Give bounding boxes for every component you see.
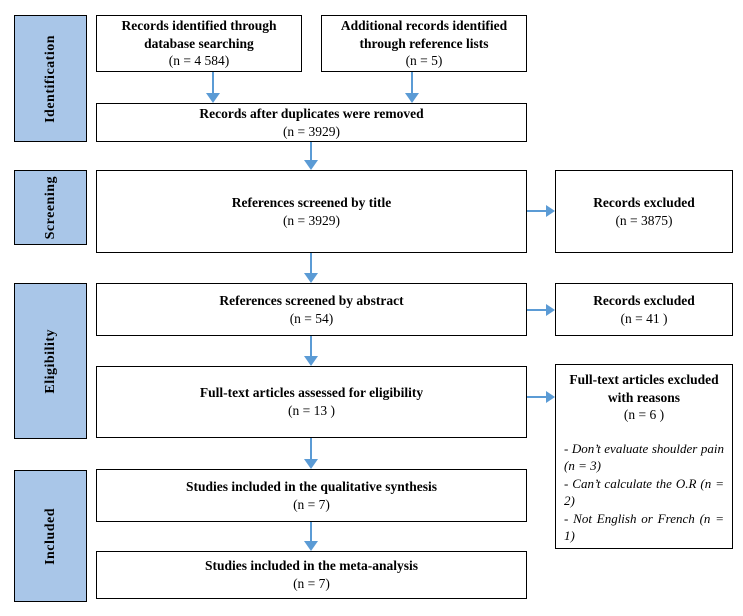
box-records-excluded-title: Records excluded (n = 3875) [555,170,733,253]
exclusion-reasons-list: - Don’t evaluate shoulder pain (n = 3) -… [564,440,724,545]
box-count: (n = 13 ) [288,403,335,418]
box-title: Records identified through database sear… [121,17,277,51]
box-records-identified: Records identified through database sear… [96,15,302,72]
arrow-right-icon [527,205,555,217]
box-title: Records after duplicates were removed [199,105,424,121]
arrow-down-icon [304,522,318,551]
box-title: Full-text articles excluded with reasons [569,372,719,405]
box-records-excluded-abstract: Records excluded (n = 41 ) [555,283,733,336]
exclusion-reason: - Not English or French (n = 1) [564,510,724,544]
box-screened-title: References screened by title (n = 3929) [96,170,527,253]
box-title: References screened by abstract [219,292,404,308]
stage-included: Included [14,470,87,602]
stage-identification: Identification [14,15,87,142]
stage-eligibility: Eligibility [14,283,87,439]
box-count: (n = 4 584) [168,53,230,69]
box-count: (n = 3929) [282,123,341,139]
stage-screening: Screening [14,170,87,245]
box-count: (n = 41 ) [620,310,668,326]
box-additional-records: Additional records identified through re… [321,15,527,72]
box-title: Additional records identified through re… [340,17,508,51]
box-count: (n = 3929) [282,212,341,228]
box-count: (n = 5) [405,53,443,69]
box-meta-analysis: Studies included in the meta-analysis (n… [96,551,527,599]
box-count: (n = 7) [293,496,330,512]
stage-label: Included [42,507,58,565]
arrow-down-icon [304,438,318,469]
exclusion-reason: - Don’t evaluate shoulder pain (n = 3) [564,440,724,474]
box-screened-abstract: References screened by abstract (n = 54) [96,283,527,336]
arrow-down-icon [304,253,318,283]
box-after-duplicates: Records after duplicates were removed (n… [96,103,527,142]
arrow-right-icon [527,304,555,316]
box-title: Studies included in the qualitative synt… [186,478,437,494]
box-qualitative-synthesis: Studies included in the qualitative synt… [96,469,527,522]
arrow-down-icon [206,72,220,103]
box-title: References screened by title [231,194,392,210]
box-fulltext-assessed: Full-text articles assessed for eligibil… [96,366,527,438]
stage-label: Eligibility [42,328,58,394]
box-title: Full-text articles assessed for eligibil… [199,385,424,401]
arrow-right-icon [527,391,555,403]
box-title: Studies included in the meta-analysis [204,558,419,574]
arrow-down-icon [304,142,318,170]
box-count: (n = 7) [293,576,330,591]
exclusion-reason: - Can’t calculate the O.R (n = 2) [564,475,724,509]
box-count: (n = 54) [289,310,334,326]
arrow-down-icon [405,72,419,103]
stage-label: Screening [42,175,58,240]
box-count: (n = 6 ) [623,407,665,423]
stage-label: Identification [42,34,58,123]
box-title: Records excluded [593,292,695,308]
box-fulltext-excluded-reasons: Full-text articles excluded with reasons… [555,364,733,549]
arrow-down-icon [304,336,318,366]
box-count: (n = 3875) [615,212,673,228]
box-title: Records excluded [593,194,695,210]
